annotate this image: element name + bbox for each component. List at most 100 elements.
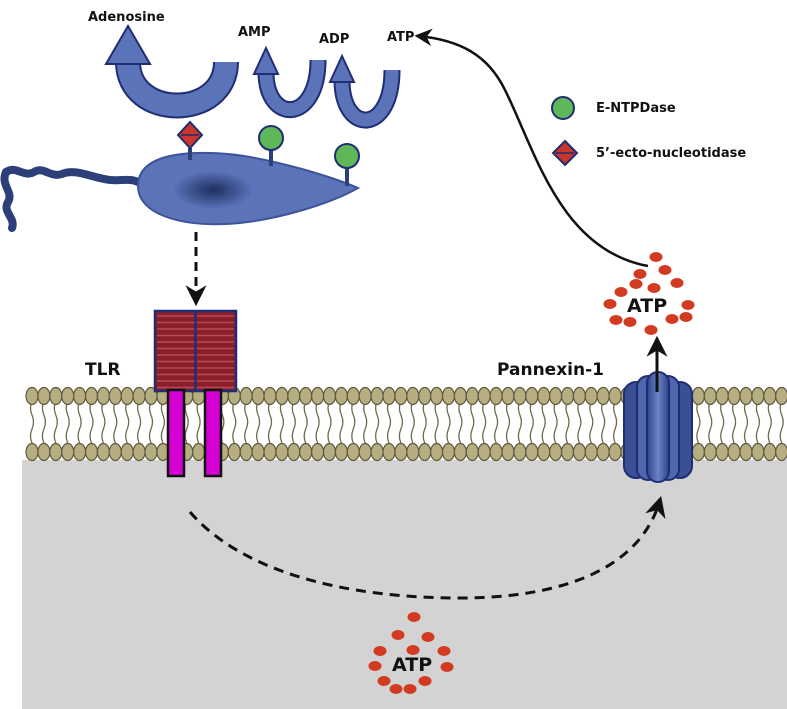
lipid-head-bottom (120, 442, 134, 462)
lipid-head-bottom (763, 442, 777, 462)
lipid-tail (53, 400, 58, 444)
lipid-tail (41, 400, 47, 444)
lipid-head-top (727, 386, 741, 406)
lipid-tail (601, 400, 606, 444)
cell-nucleus (173, 171, 253, 209)
lipid-tail (327, 400, 332, 444)
lipid-head-top (287, 386, 301, 406)
lipid-head-top (96, 386, 111, 406)
lipid-head-bottom (691, 442, 706, 462)
lipid-tail (136, 400, 142, 444)
lipid-head-top (72, 386, 87, 406)
lipid-head-top (608, 386, 622, 406)
lipid-head-bottom (572, 442, 587, 462)
lipid-tail (470, 400, 475, 444)
atp-dot (440, 662, 454, 672)
lipid-tail (743, 400, 749, 444)
lipid-tail (255, 400, 261, 444)
lipid-head-bottom (275, 442, 289, 462)
lipid-head-top (525, 386, 539, 406)
lipid-tail (577, 400, 582, 444)
amp-arrow (252, 45, 327, 119)
atp-intracellular-dots (368, 612, 454, 694)
lipid-head-bottom (513, 442, 527, 462)
atp-release-curved-arrow (414, 28, 649, 268)
lipid-head-bottom (394, 442, 408, 462)
lipid-tail (779, 400, 784, 444)
lipid-tail (363, 400, 368, 444)
lipid-tail (493, 400, 499, 444)
lipid-tail (696, 400, 701, 444)
lipid-head-bottom (560, 442, 575, 462)
atp-dot (368, 661, 382, 671)
lipid-head-bottom (49, 442, 63, 462)
adenosine-arrow (104, 24, 239, 119)
lipid-head-bottom (608, 442, 622, 462)
lipid-tail (458, 400, 463, 444)
atp-dot (437, 646, 451, 656)
lipid-head-top (751, 386, 765, 406)
lipid-tail (612, 400, 618, 444)
lipid-head-top (691, 386, 706, 406)
lipid-tail (422, 400, 427, 444)
atp-dot (603, 299, 617, 309)
lipid-head-bottom (132, 442, 146, 462)
lipid-tail (553, 400, 558, 444)
atp-extracellular-dots (603, 252, 695, 335)
lipid-head-top (584, 386, 598, 406)
atp-dot (407, 612, 421, 622)
pannexin-channel (623, 371, 693, 483)
lipid-tail (29, 400, 35, 444)
e-ntpdase-circle-1 (258, 125, 284, 151)
lipid-head-top (370, 386, 384, 406)
atp-dot (609, 315, 623, 325)
atp-dot (377, 676, 391, 686)
lipid-head-bottom (239, 442, 253, 462)
lipid-head-bottom (537, 442, 551, 462)
lipid-tail (374, 400, 380, 444)
lipid-tail (755, 400, 761, 444)
lipid-head-bottom (548, 442, 563, 462)
lipid-head-top (382, 386, 396, 406)
lipid-tail (113, 400, 118, 444)
atp-dot (670, 278, 684, 288)
adenosine-label: Adenosine (88, 10, 165, 25)
immune-cell (0, 148, 361, 232)
lipid-head-top (275, 386, 289, 406)
atp-dot (389, 684, 403, 694)
lipid-tail (446, 400, 451, 444)
atp-dot (679, 312, 693, 322)
lipid-tail (65, 400, 70, 444)
lipid-head-top (394, 386, 408, 406)
lipid-head-top (120, 386, 134, 406)
lipid-head-bottom (418, 442, 432, 462)
e-ntpdase-circle-2 (334, 143, 360, 169)
lipid-head-top (501, 386, 515, 406)
lipid-head-bottom (84, 442, 99, 462)
atp-dot (644, 325, 658, 335)
atp-dot (614, 287, 628, 297)
legend-entpdase-label: E-NTPDase (596, 101, 676, 116)
lipid-tail (386, 400, 392, 444)
lipid-tail (529, 400, 534, 444)
atp-dot (649, 252, 663, 262)
lipid-tail (89, 400, 94, 444)
lipid-head-top (406, 386, 420, 406)
atp-dot (681, 300, 695, 310)
tlr-stalk-left (166, 388, 186, 478)
lipid-tail (708, 400, 713, 444)
lipid-head-bottom (453, 442, 467, 462)
atp-dot (633, 269, 647, 279)
lipid-head-top (263, 386, 277, 406)
lipid-tail (184, 400, 189, 444)
lipid-head-bottom (192, 442, 206, 462)
lipid-head-bottom (430, 442, 444, 462)
atp-dot (391, 630, 405, 640)
lipid-head-top (418, 386, 432, 406)
lipid-tail (101, 400, 106, 444)
lipid-tail (767, 400, 772, 444)
lipid-head-top (37, 386, 51, 406)
lipid-head-top (560, 386, 575, 406)
lipid-head-top (251, 386, 265, 406)
